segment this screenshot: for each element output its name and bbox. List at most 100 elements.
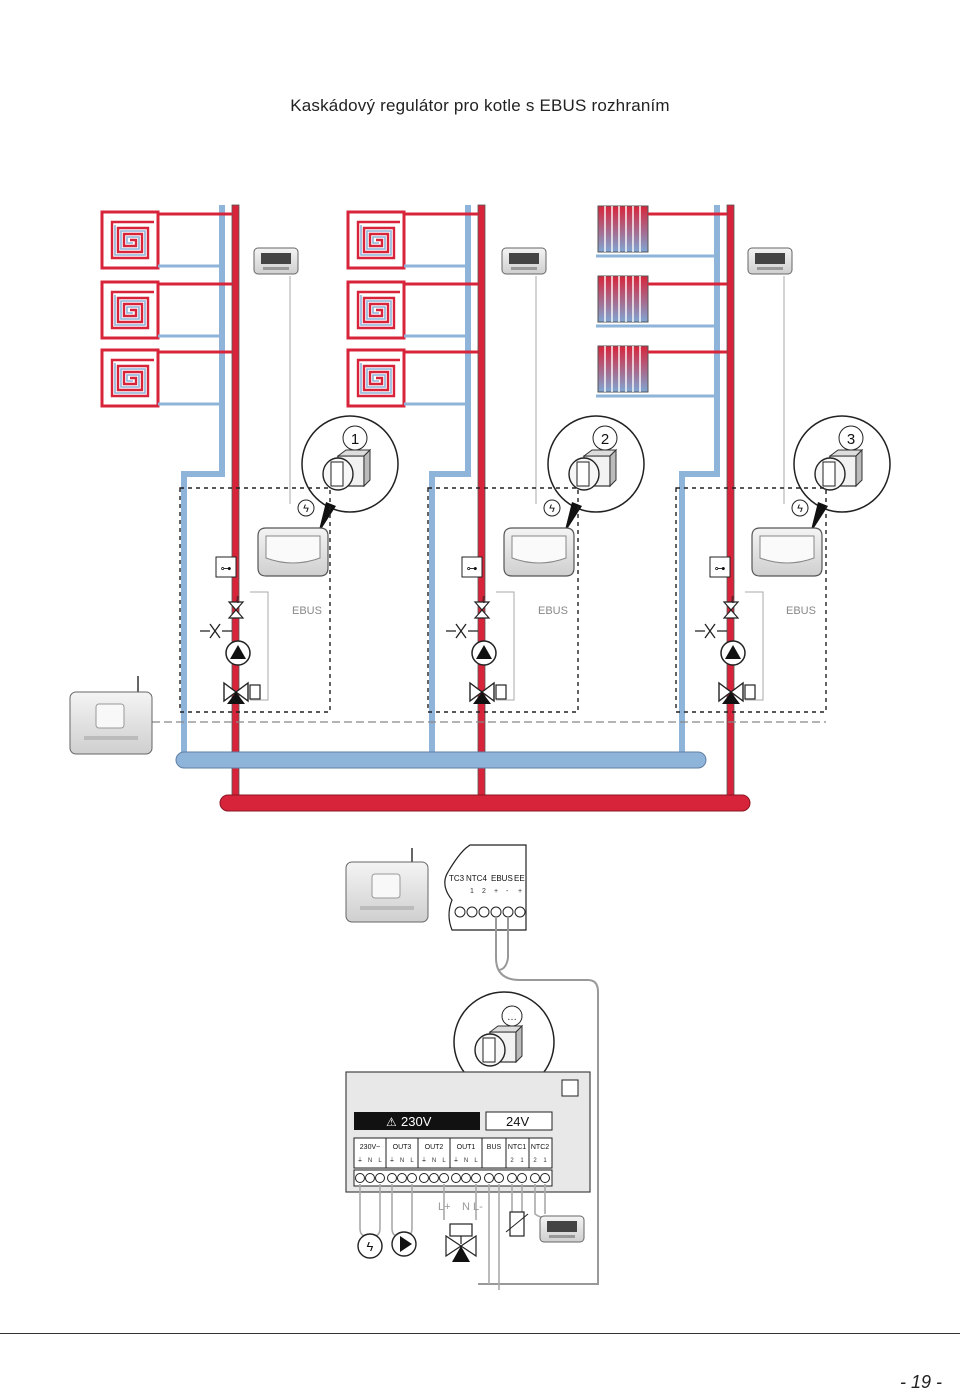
floor-heating-loop [346,280,406,340]
address-icon [561,1079,579,1097]
terminal-pin: + [518,888,522,895]
circulation-pump [720,640,746,666]
zone-number: 3 [847,431,855,448]
power-supply-icon [357,1233,383,1259]
pin-label: N [464,1158,468,1164]
terminal-group-label: NTC2 [531,1144,549,1151]
terminal-group-label: OUT3 [393,1144,412,1151]
pin-label: ⏚ [389,1157,395,1164]
pin-label: ⏚ [421,1157,427,1164]
thermostat-switch-icon [709,556,731,578]
zone-module-boundary [179,487,331,713]
zone-3: 3 ϟ ⊶ ℓ EBUS [596,204,891,801]
pin-label: L [442,1158,446,1164]
bypass-valve-icon [446,623,478,639]
zone-2: 2 ϟ ⊶ ℓ EBUS [346,204,645,801]
pin-label: 1 [543,1158,547,1164]
radiator [597,275,649,323]
mixing-module-terminals: ⚠ 230V 24V 230V~ OUT3 OUT2 OUT1 BUS NTC1… [345,1071,591,1193]
zone-module-boundary [427,487,579,713]
terminal-pin: 2 [482,888,486,895]
high-voltage-banner [354,1112,480,1130]
terminal-header: NTC4 [466,874,487,883]
ebus-label: EBUS [538,605,568,617]
terminal-group-label: OUT2 [425,1144,444,1151]
radiator [597,205,649,253]
floor-heating-loop [100,280,160,340]
room-thermostat [501,247,547,275]
pin-label: 2 [533,1158,537,1164]
main-return-header [175,751,707,769]
mixing-valve [223,682,261,705]
svg-text:⊶: ⊶ [467,563,478,575]
floor-heating-loop [346,348,406,408]
main-flow-header [219,794,751,812]
flow-pipe [477,204,486,801]
svg-text:…: … [507,1012,517,1023]
return-pipe [181,205,225,758]
ebus-label: EBUS [292,605,322,617]
return-pipe [679,205,720,758]
radiator [597,345,649,393]
zone-1: 1 ϟ ⊶ ℓ EBUS [100,204,399,801]
zone-module-boundary [675,487,827,713]
flow-pipe [231,204,240,801]
mixing-module [257,527,329,577]
svg-text:ℓ: ℓ [482,595,486,606]
svg-text:⊶: ⊶ [221,563,232,575]
terminal-group-label: BUS [487,1144,502,1151]
circulation-pump [471,640,497,666]
thermostat-switch-icon [215,556,237,578]
return-pipe [429,205,471,758]
pin-label: L [474,1158,478,1164]
field-wiring [359,1184,549,1290]
terminal-header: EBUS [491,874,513,883]
terminal-group-label: OUT1 [457,1144,476,1151]
pin-label: 2 [510,1158,514,1164]
cascade-controller-detail [345,848,429,923]
terminal-header: EE [514,874,525,883]
terminal-pin: - [506,888,509,895]
power-supply-icon [791,499,809,517]
mixing-module [503,527,575,577]
pin-label: N [368,1158,372,1164]
floor-heating-loop [100,210,160,270]
mixing-valve [718,682,756,705]
mixing-valve-actuator-icon [445,1223,477,1262]
zone-number: 1 [351,431,359,448]
room-thermostat [539,1215,585,1243]
svg-text:⊶: ⊶ [715,563,726,575]
terminal-group-label: NTC1 [508,1144,526,1151]
terminal-header: TC3 [449,874,465,883]
temperature-sensor-icon [505,1211,529,1237]
pin-label: ⏚ [453,1157,459,1164]
mixing-module [751,527,823,577]
top-terminal-strip: TC3 NTC4 EBUS EE 1 2 + - + [444,844,527,931]
pin-label: N [432,1158,436,1164]
svg-text:ϟ: ϟ [367,1239,374,1254]
terminal-pin: 1 [470,888,474,895]
bus-cable [478,917,599,1285]
bypass-valve-icon [200,623,232,639]
svg-text:ϟ: ϟ [797,503,803,515]
mixing-valve [469,682,507,705]
room-thermostat [253,247,299,275]
page-title: Kaskádový regulátor pro kotle s EBUS roz… [290,96,670,115]
power-supply-icon [297,499,315,517]
pin-label: N [400,1158,404,1164]
svg-text:ℓ: ℓ [731,595,735,606]
svg-text:ϟ: ϟ [549,503,555,515]
ebus-label: EBUS [786,605,816,617]
flow-pipe [726,204,735,801]
thermostat-switch-icon [461,556,483,578]
circulation-pump [225,640,251,666]
pin-label: ⏚ [357,1157,363,1164]
bypass-valve-icon [695,623,727,639]
terminal-pin: + [494,888,498,895]
low-voltage-banner [485,1111,553,1131]
power-supply-icon [543,499,561,517]
floor-heating-loop [346,210,406,270]
pin-label: 1 [520,1158,524,1164]
warning-icon: ⚠ [386,1115,397,1129]
